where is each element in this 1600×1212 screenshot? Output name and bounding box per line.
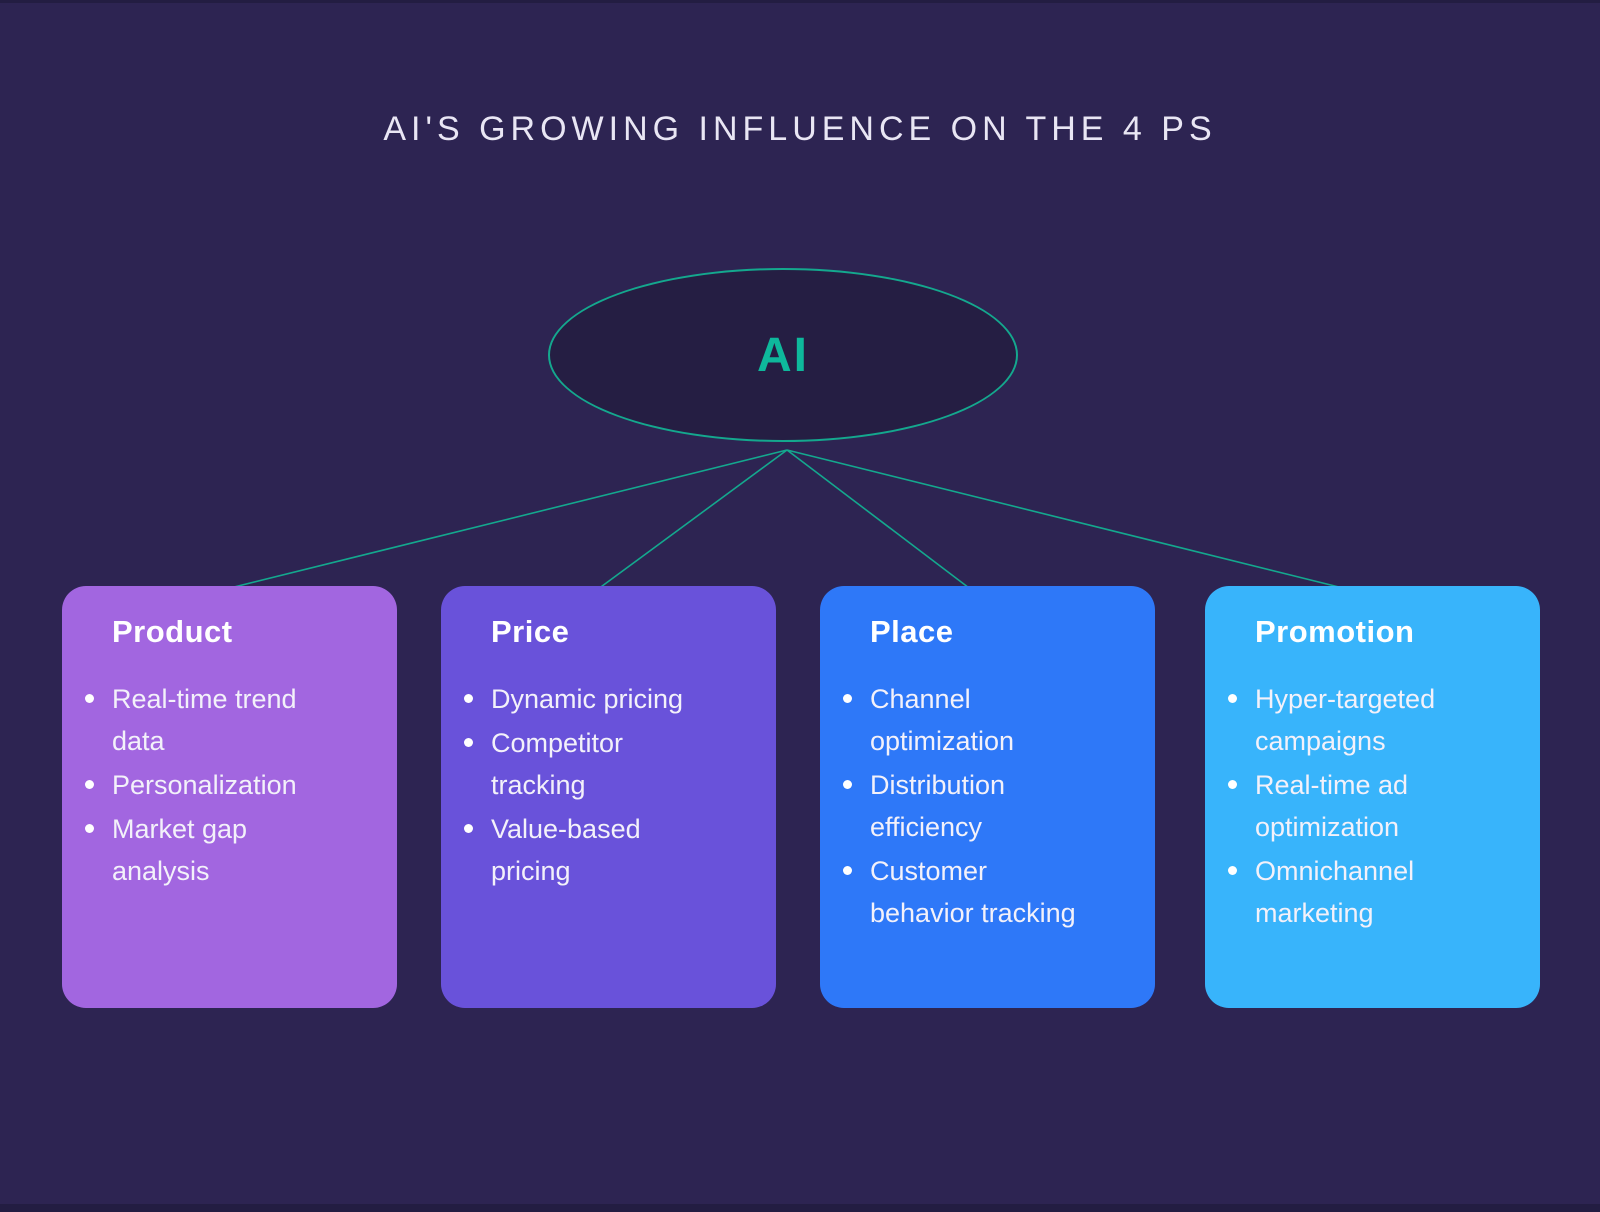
card-product-title: Product xyxy=(112,614,233,649)
connector-line-place xyxy=(786,449,978,595)
ai-central-node: AI xyxy=(548,268,1018,442)
card-promotion-list: Hyper-targeted campaigns Real-time ad op… xyxy=(1228,678,1514,934)
list-item: Market gap analysis xyxy=(85,808,352,892)
list-item: Value-based pricing xyxy=(464,808,696,892)
list-item: Distribution efficiency xyxy=(843,764,1092,848)
connector-line-price xyxy=(593,449,788,593)
card-place-title: Place xyxy=(870,614,954,649)
list-item: Omnichannel marketing xyxy=(1228,850,1500,934)
connector-line-product xyxy=(213,449,788,593)
page-title: AI'S GROWING INFLUENCE ON THE 4 PS xyxy=(383,110,1217,148)
list-item: Personalization xyxy=(85,764,352,806)
ai-node-label: AI xyxy=(757,328,809,382)
list-item: Hyper-targeted campaigns xyxy=(1228,678,1500,762)
top-edge-strip xyxy=(0,0,1600,3)
card-product-list: Real-time trend data Personalization Mar… xyxy=(85,678,371,892)
card-price-title: Price xyxy=(491,614,570,649)
card-promotion-title: Promotion xyxy=(1255,614,1415,649)
card-promotion: Promotion Hyper-targeted campaigns Real-… xyxy=(1205,586,1540,1008)
list-item: Dynamic pricing xyxy=(464,678,696,720)
connector-line-promotion xyxy=(786,449,1360,593)
list-item: Competitor tracking xyxy=(464,722,696,806)
card-place: Place Channel optimization Distribution … xyxy=(820,586,1155,1008)
list-item: Real-time trend data xyxy=(85,678,352,762)
list-item: Customer behavior tracking xyxy=(843,850,1092,934)
bottom-edge-strip xyxy=(0,1204,1600,1212)
card-place-list: Channel optimization Distribution effici… xyxy=(843,678,1129,934)
card-price: Price Dynamic pricing Competitor trackin… xyxy=(441,586,776,1008)
card-product: Product Real-time trend data Personaliza… xyxy=(62,586,397,1008)
list-item: Real-time ad optimization xyxy=(1228,764,1500,848)
list-item: Channel optimization xyxy=(843,678,1092,762)
card-price-list: Dynamic pricing Competitor tracking Valu… xyxy=(464,678,750,892)
